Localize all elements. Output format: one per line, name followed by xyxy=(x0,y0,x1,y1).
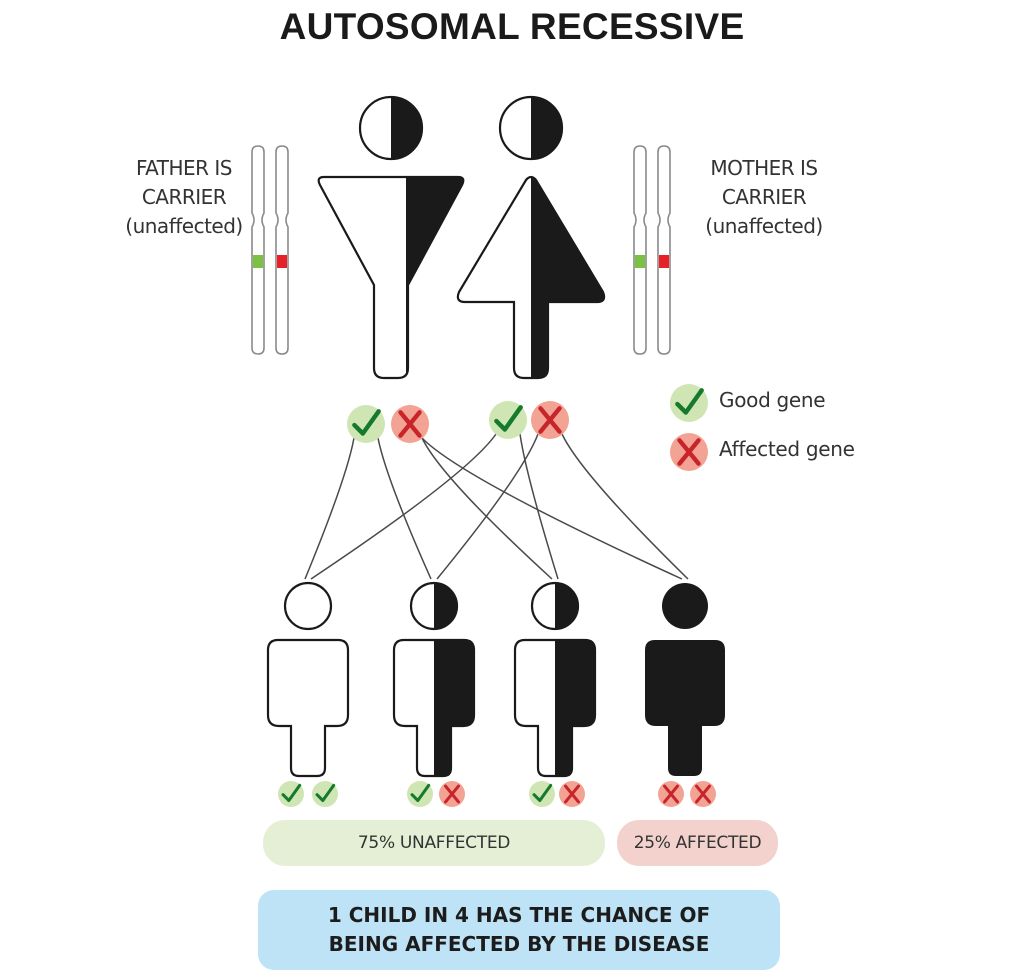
unaffected-percentage-label: 75% UNAFFECTED xyxy=(357,833,511,853)
legend-affected-gene-icon xyxy=(670,433,708,471)
mother-label-line1: MOTHER IS xyxy=(710,156,818,180)
child-figure-unaffected xyxy=(266,581,350,778)
mother-carrier-label: MOTHER IS CARRIER (unaffected) xyxy=(684,154,844,241)
child-4-gene-badge-1 xyxy=(658,781,684,807)
child-2-gene-badge-1 xyxy=(407,781,433,807)
inheritance-link xyxy=(377,437,432,580)
father-label-line2: CARRIER xyxy=(141,185,227,209)
child-figure-carrier xyxy=(513,581,597,778)
inheritance-link xyxy=(519,433,559,580)
child-3-gene-badge-1 xyxy=(529,781,555,807)
unaffected-percentage-pill: 75% UNAFFECTED xyxy=(263,820,605,866)
cross-icon xyxy=(398,410,422,438)
father-chromosome-good xyxy=(251,145,265,355)
legend-affected-gene-label: Affected gene xyxy=(719,437,855,461)
summary-line-1: 1 CHILD IN 4 HAS THE CHANCE OF xyxy=(327,903,711,927)
legend-good-gene-icon xyxy=(670,384,708,422)
children-figures xyxy=(266,581,725,778)
child-head xyxy=(662,583,708,629)
father-good-gene-badge xyxy=(347,405,385,443)
affected-percentage-label: 25% AFFECTED xyxy=(633,833,762,853)
check-icon xyxy=(532,783,553,803)
cross-icon xyxy=(677,438,701,466)
mother-chromosome-affected xyxy=(657,145,671,355)
inheritance-link xyxy=(436,433,539,580)
mother-label-line3: (unaffected) xyxy=(705,214,823,238)
father-affected-gene-band xyxy=(277,255,287,268)
mother-chromosome-good xyxy=(633,145,647,355)
father-affected-gene-badge xyxy=(391,405,429,443)
cross-icon xyxy=(443,784,461,804)
mother-label-line2: CARRIER xyxy=(721,185,807,209)
father-label-line3: (unaffected) xyxy=(125,214,243,238)
mother-good-gene-band xyxy=(635,255,645,268)
legend-good-gene-label: Good gene xyxy=(719,388,826,412)
check-icon xyxy=(315,783,336,803)
summary-line-2: BEING AFFECTED BY THE DISEASE xyxy=(328,932,710,956)
inheritance-link xyxy=(304,437,355,580)
inheritance-link xyxy=(421,437,553,580)
child-body xyxy=(266,638,350,778)
child-gene-badges xyxy=(278,781,716,807)
mother-chromosome-pair xyxy=(633,145,671,355)
child-1-gene-badge-1 xyxy=(278,781,304,807)
father-carrier-label: FATHER IS CARRIER (unaffected) xyxy=(104,154,264,241)
child-3-gene-badge-2 xyxy=(559,781,585,807)
check-icon xyxy=(494,405,523,432)
inheritance-link xyxy=(421,437,683,580)
mother-affected-gene-band xyxy=(659,255,669,268)
summary-callout: 1 CHILD IN 4 HAS THE CHANCE OF BEING AFF… xyxy=(258,890,780,970)
father-good-gene-band xyxy=(253,255,263,268)
child-body xyxy=(645,640,725,776)
check-icon xyxy=(281,783,302,803)
parent-gene-badges xyxy=(347,401,569,443)
child-figure-affected xyxy=(645,583,725,776)
legend-badges xyxy=(670,384,708,471)
mother-figure xyxy=(456,95,606,380)
father-label-line1: FATHER IS xyxy=(135,156,233,180)
child-1-gene-badge-2 xyxy=(312,781,338,807)
father-figure xyxy=(317,95,465,380)
diagram-title: AUTOSOMAL RECESSIVE xyxy=(279,6,745,47)
mother-good-gene-badge xyxy=(489,401,527,439)
cross-icon xyxy=(694,784,712,804)
father-chromosome-pair xyxy=(251,145,289,355)
child-4-gene-badge-2 xyxy=(690,781,716,807)
affected-percentage-pill: 25% AFFECTED xyxy=(617,820,778,866)
check-icon xyxy=(352,409,381,436)
inheritance-links xyxy=(304,433,689,580)
check-icon xyxy=(410,783,431,803)
mother-affected-gene-badge xyxy=(531,401,569,439)
child-head xyxy=(283,581,333,631)
child-2-gene-badge-2 xyxy=(439,781,465,807)
father-chromosome-affected xyxy=(275,145,289,355)
check-icon xyxy=(675,388,704,415)
cross-icon xyxy=(662,784,680,804)
child-figure-carrier xyxy=(392,581,476,778)
cross-icon xyxy=(538,406,562,434)
inheritance-link xyxy=(310,433,497,580)
cross-icon xyxy=(563,784,581,804)
inheritance-link xyxy=(561,433,689,580)
